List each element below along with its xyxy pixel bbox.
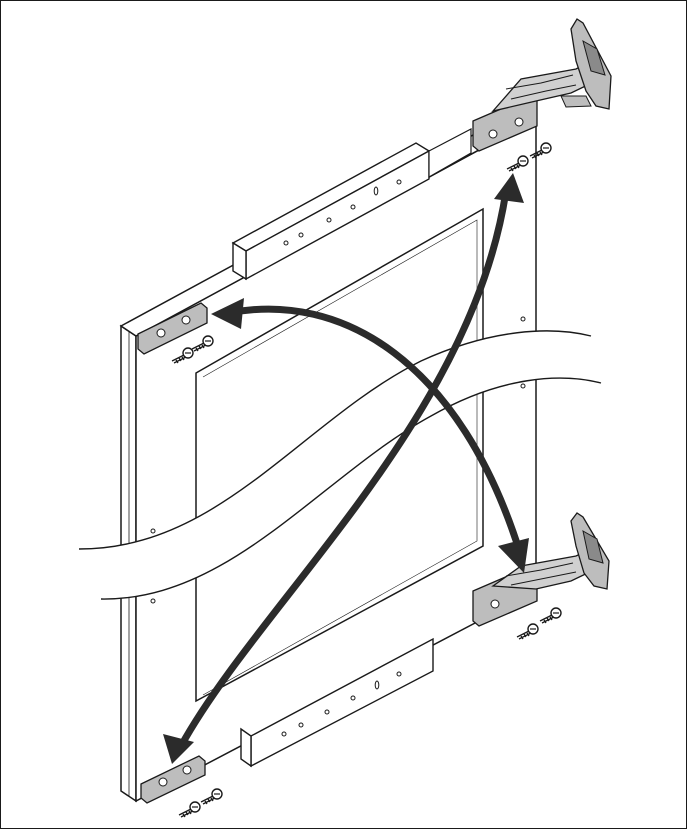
hinge-bottom-right bbox=[472, 512, 610, 627]
hinge-plate-bottom-left bbox=[140, 755, 206, 804]
hinge-top-right bbox=[472, 18, 612, 152]
break-lines bbox=[78, 330, 602, 600]
double-headed-arrow-icon bbox=[211, 298, 529, 573]
top-rail bbox=[231, 128, 472, 281]
hinge-plate-top-left bbox=[137, 302, 208, 355]
panel-holes bbox=[150, 316, 526, 604]
double-headed-arrow-icon bbox=[163, 173, 524, 764]
screw-icon bbox=[178, 788, 223, 818]
bottom-rail bbox=[240, 637, 434, 768]
screw-icon bbox=[516, 607, 562, 640]
